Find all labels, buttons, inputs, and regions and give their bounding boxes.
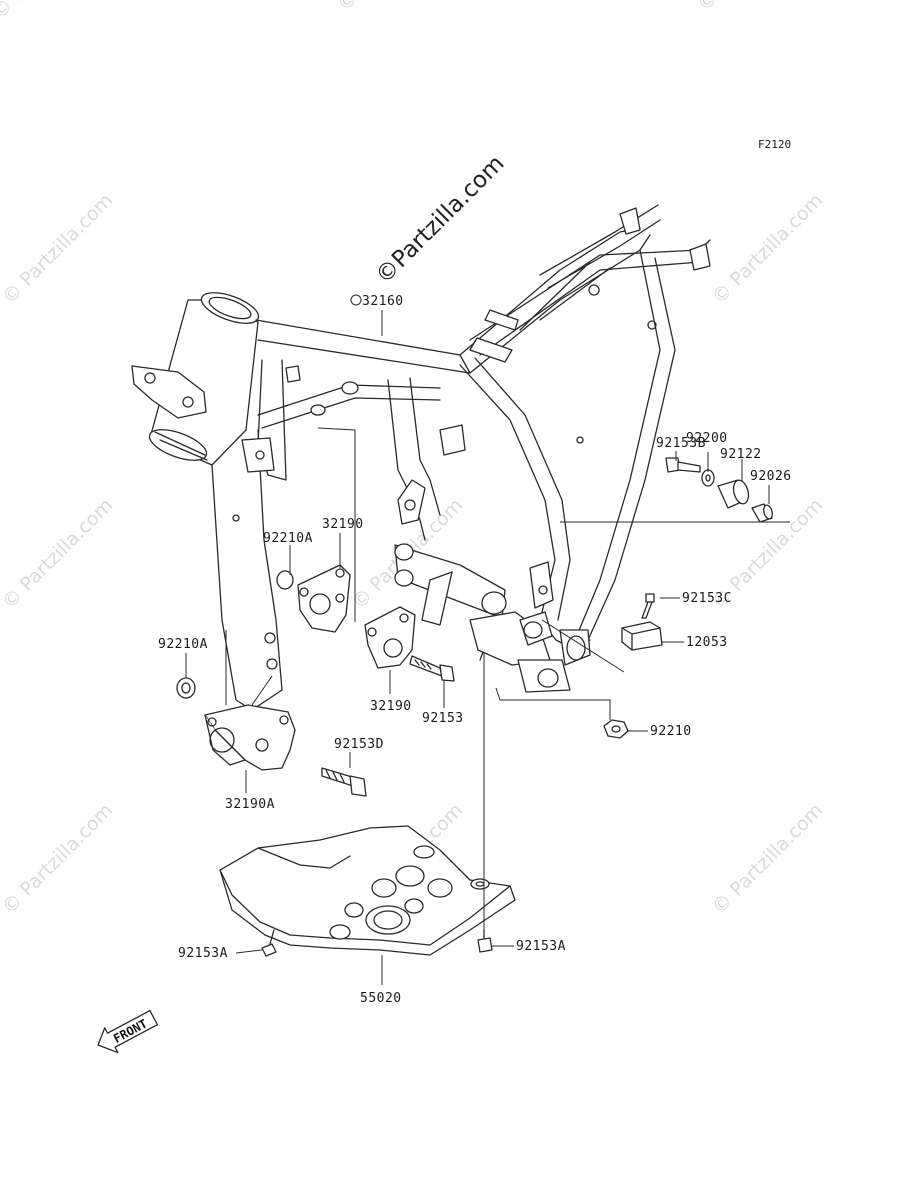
label-92210A-upper: 92210A <box>263 531 313 546</box>
watermark-1: © Partzilla.com <box>0 0 107 24</box>
skid-bolts-92153A <box>261 929 493 957</box>
label-92153: 92153 <box>422 711 464 726</box>
watermark-11: © Partzilla.com <box>708 799 827 918</box>
label-92153D: 92153D <box>334 737 384 752</box>
bolt-92153D <box>321 767 367 797</box>
label-32160: 32160 <box>362 294 404 309</box>
watermark-3: © Partzilla.com <box>693 0 812 16</box>
watermark-6: © Partzilla.com <box>0 494 117 613</box>
label-92210: 92210 <box>650 724 692 739</box>
collar-92210A-left-part <box>176 677 196 699</box>
marker-32160 <box>350 294 362 306</box>
damper-set <box>621 593 663 651</box>
label-92200: 92200 <box>686 431 728 446</box>
label-92153C: 92153C <box>682 591 732 606</box>
collar-92210A-upper-part <box>276 570 294 590</box>
bracket-32190-lower <box>364 606 416 669</box>
label-92122: 92122 <box>720 447 762 462</box>
watermark-main: ©Partzilla.com <box>371 151 510 290</box>
watermark-2: © Partzilla.com <box>333 0 452 16</box>
label-12053: 12053 <box>686 635 728 650</box>
spacer-set <box>665 457 773 523</box>
skid-plate-55020 <box>219 825 516 956</box>
watermark-5: © Partzilla.com <box>708 189 827 308</box>
bracket-32190A <box>176 677 296 771</box>
label-32190-upper: 32190 <box>322 517 364 532</box>
label-32190A: 32190A <box>225 797 275 812</box>
label-92153A-right: 92153A <box>516 939 566 954</box>
watermarks: © Partzilla.com © Partzilla.com © Partzi… <box>0 0 827 919</box>
leader-lines <box>185 310 790 985</box>
nut-92210 <box>603 719 629 739</box>
frame-32160 <box>131 204 711 711</box>
part-labels: 32160 92153B 92200 92122 92026 92210A 32… <box>158 294 792 1006</box>
label-92153A-left: 92153A <box>178 946 228 961</box>
watermark-9: © Partzilla.com <box>0 799 117 918</box>
label-55020: 55020 <box>360 991 402 1006</box>
label-92210A-left: 92210A <box>158 637 208 652</box>
label-92026: 92026 <box>750 469 792 484</box>
front-arrow: FRONT <box>97 1009 159 1054</box>
diagram-code: F2120 <box>758 138 791 151</box>
watermark-4: © Partzilla.com <box>0 189 117 308</box>
label-32190-lower: 32190 <box>370 699 412 714</box>
bracket-32190-upper <box>276 564 351 633</box>
bolt-92153 <box>409 655 455 682</box>
label-92153B: 92153B <box>656 436 706 451</box>
